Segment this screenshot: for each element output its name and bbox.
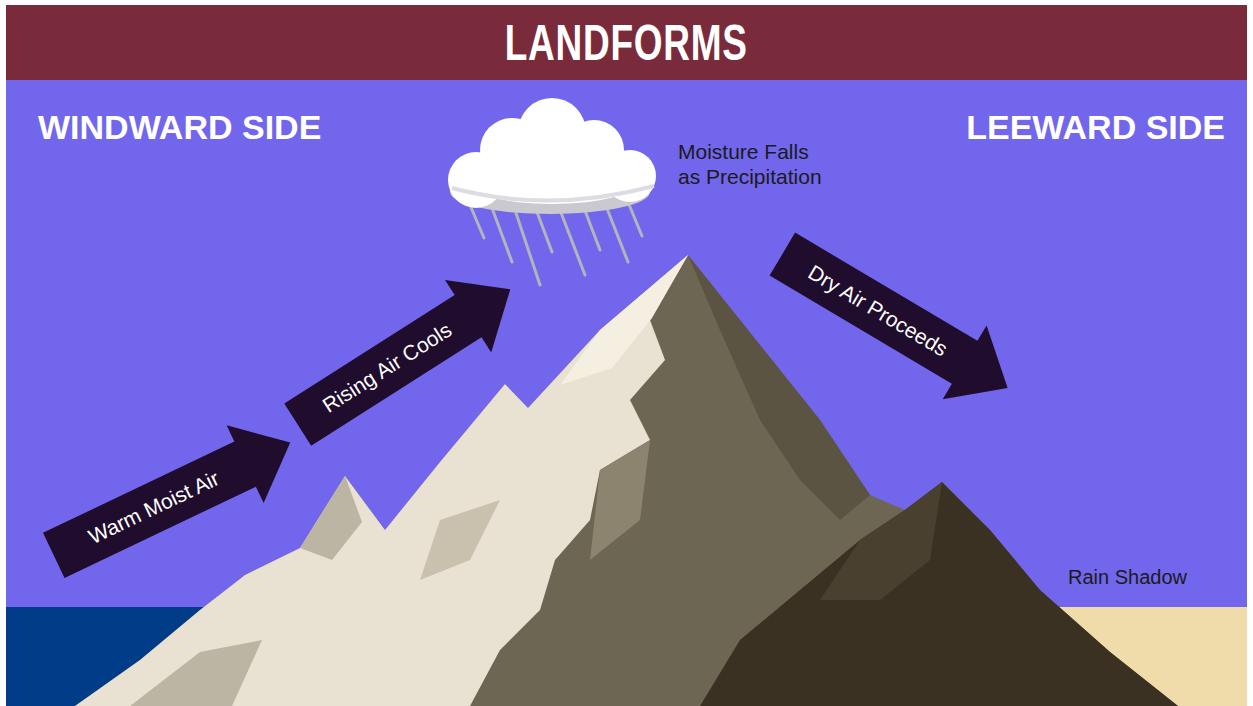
rain-streak bbox=[606, 206, 628, 262]
title-band bbox=[6, 5, 1247, 80]
rain bbox=[470, 202, 642, 285]
rain-streak bbox=[560, 210, 585, 275]
sky bbox=[6, 80, 1247, 706]
mountain-dark-peak bbox=[700, 482, 1178, 706]
rain-streak bbox=[628, 202, 642, 236]
process-note: Moisture Falls as Precipitation bbox=[678, 139, 830, 189]
mountain-dark-peak-face bbox=[820, 482, 942, 600]
arrow-body bbox=[760, 217, 1029, 425]
arrow-body bbox=[35, 404, 309, 594]
side-heading: LEEWARD SIDE bbox=[966, 107, 1225, 148]
rain-streak bbox=[584, 208, 600, 250]
diagram-title: LANDFORMS bbox=[505, 14, 748, 72]
rain-streak bbox=[537, 212, 552, 252]
region-label: Rain Shadow bbox=[1068, 565, 1187, 589]
mountain-shade bbox=[300, 476, 362, 560]
rain-streak bbox=[515, 210, 540, 285]
mountain-shade bbox=[420, 500, 500, 580]
cloud-shade-line bbox=[452, 186, 654, 201]
title-container: LANDFORMS bbox=[6, 5, 1247, 80]
side-heading: WINDWARD SIDE bbox=[38, 107, 321, 148]
mountain-shade bbox=[130, 640, 262, 706]
cloud bbox=[448, 98, 656, 214]
rain-streak bbox=[470, 205, 484, 238]
mountain-highlight bbox=[560, 255, 688, 385]
rain-streak bbox=[492, 208, 512, 262]
arrow-body bbox=[275, 253, 534, 461]
mountain-shade bbox=[590, 440, 650, 560]
